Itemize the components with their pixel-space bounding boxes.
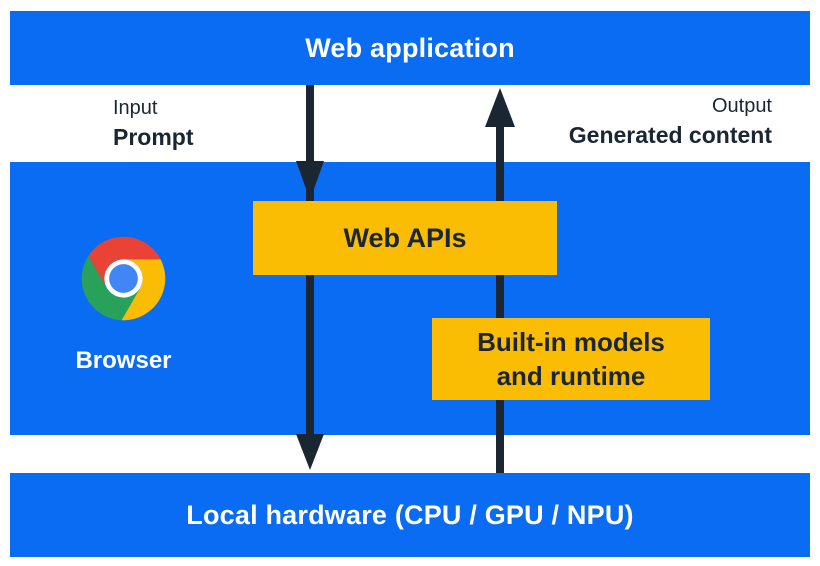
builtin-models-label-line2: and runtime [496,361,646,391]
input-label-group: Input Prompt [113,96,194,151]
web-apis-box: Web APIs [253,201,557,275]
builtin-models-label-line1: Built-in models [477,327,665,357]
web-application-label: Web application [305,32,515,63]
chrome-logo-blue-center [109,264,138,293]
web-application-bar: Web application [10,11,810,85]
chrome-logo-yellow-segment [121,259,166,321]
web-apis-label: Web APIs [343,222,467,253]
output-value: Generated content [568,122,772,148]
local-hardware-bar: Local hardware (CPU / GPU / NPU) [10,473,810,557]
output-caption: Output [711,95,772,117]
up-arrowhead [485,88,515,127]
chrome-logo-green-segment [81,255,141,321]
input-value: Prompt [113,124,194,150]
output-label-group: Output Generated content [569,94,772,149]
builtin-models-box: Built-in models and runtime [432,318,710,400]
down-arrowhead-lower [296,434,324,470]
chrome-logo-icon [81,236,166,321]
input-caption: Input [113,97,158,119]
local-hardware-label: Local hardware (CPU / GPU / NPU) [186,499,634,530]
browser-label: Browser [75,347,172,374]
chrome-logo-red-segment [88,236,161,289]
